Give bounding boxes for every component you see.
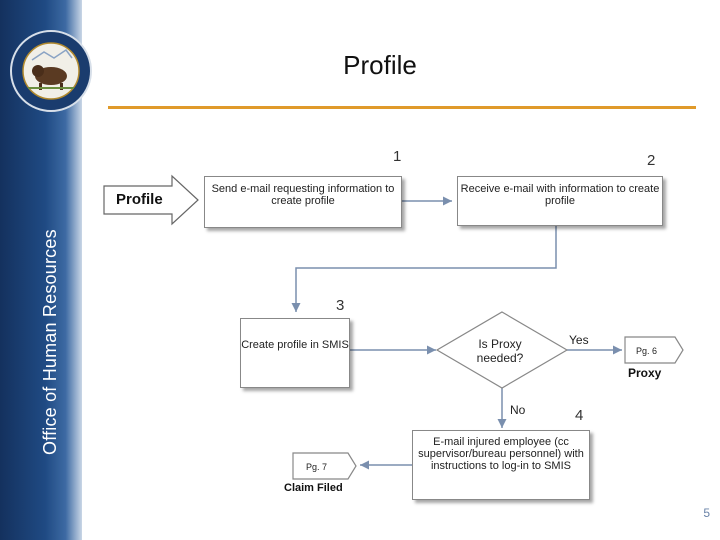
yes-branch-label: Yes	[569, 333, 589, 347]
start-arrow-shape	[103, 174, 199, 226]
step-receive-email: Receive e-mail with information to creat…	[457, 176, 663, 226]
step-number-3: 3	[336, 297, 345, 314]
start-label: Profile	[116, 191, 163, 208]
proxy-page-label: Proxy	[628, 366, 662, 380]
proxy-decision-shape	[435, 311, 569, 389]
page-title: Profile	[343, 50, 417, 80]
page-number: 5	[703, 506, 710, 520]
step-email-injured: E-mail injured employee (cc supervisor/b…	[412, 430, 590, 500]
claim-offpage-connector	[292, 452, 357, 480]
claim-page-label: Claim Filed	[284, 482, 343, 494]
step-send-email: Send e-mail requesting information to cr…	[204, 176, 402, 228]
title-underline	[108, 106, 696, 109]
claim-page-ref: Pg. 7	[306, 462, 328, 472]
step-number-4: 4	[575, 407, 584, 424]
sidebar: Office of Human Resources	[0, 0, 92, 540]
step-number-2: 2	[647, 152, 656, 169]
department-seal-icon	[10, 30, 92, 112]
step-proxy-question: Is Proxy needed?	[476, 337, 524, 365]
step-number-1: 1	[393, 148, 402, 165]
no-branch-label: No	[510, 403, 526, 417]
proxy-page-ref: Pg. 6	[636, 346, 658, 356]
step-create-profile: Create profile in SMIS	[240, 318, 350, 388]
proxy-offpage-connector	[624, 336, 684, 364]
